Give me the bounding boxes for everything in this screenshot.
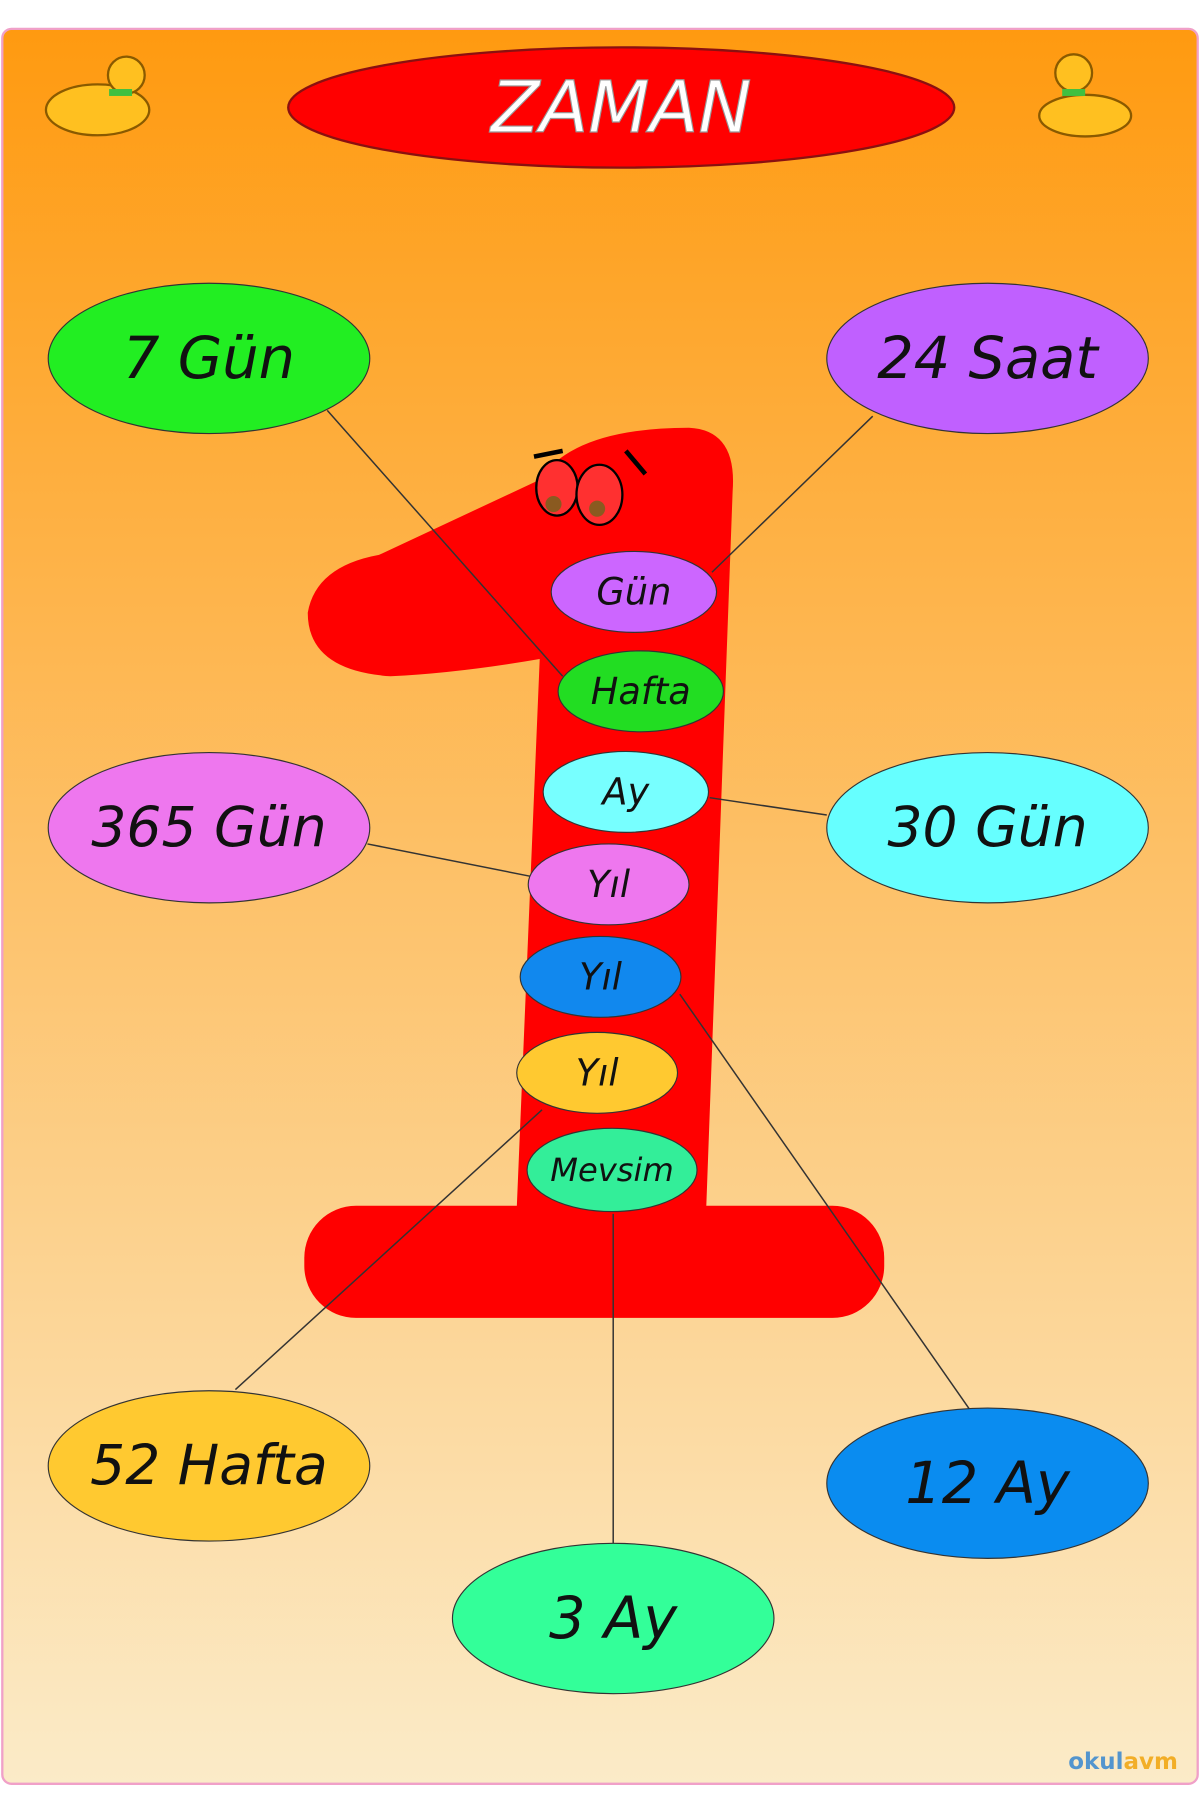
unit-gun: Gün — [550, 550, 718, 633]
svg-text:Yıl: Yıl — [579, 955, 623, 998]
answer-3-ay: 3 Ay — [451, 1542, 775, 1695]
dog-left-icon — [44, 55, 151, 137]
svg-text:365 Gün: 365 Gün — [91, 796, 326, 860]
svg-text:24 Saat: 24 Saat — [877, 325, 1100, 392]
svg-text:Yıl: Yıl — [587, 863, 631, 906]
answer-12-ay: 12 Ay — [826, 1407, 1149, 1559]
line-12-ay-yil — [679, 993, 971, 1411]
svg-text:3 Ay: 3 Ay — [549, 1585, 678, 1652]
svg-text:30 Gün: 30 Gün — [887, 796, 1087, 860]
svg-text:12 Ay: 12 Ay — [905, 1450, 1070, 1517]
svg-text:Mevsim: Mevsim — [550, 1151, 674, 1189]
line-24-saat-gun — [711, 415, 874, 573]
svg-text:Gün: Gün — [596, 570, 671, 613]
unit-yil-1: Yıl — [527, 843, 690, 926]
unit-yil-3: Yıl — [516, 1031, 679, 1114]
title-oval — [287, 46, 956, 169]
line-52-hafta-yil — [234, 1109, 543, 1391]
dog-right-icon — [1038, 53, 1133, 138]
line-30-gun-ay — [709, 796, 827, 816]
unit-yil-2: Yıl — [519, 935, 682, 1018]
unit-hafta: Hafta — [557, 650, 725, 733]
svg-text:7 Gün: 7 Gün — [123, 325, 295, 392]
line-365-gun-yil — [367, 843, 531, 878]
svg-text:Yıl: Yıl — [576, 1051, 620, 1094]
page-title: ZAMAN — [489, 66, 752, 149]
svg-text:okulavm: okulavm — [1068, 1749, 1178, 1775]
eyes-icon — [533, 448, 648, 527]
svg-text:Hafta: Hafta — [591, 670, 691, 713]
unit-ay: Ay — [542, 750, 710, 833]
answer-30-gun: 30 Gün — [826, 752, 1149, 904]
connector-lines — [234, 409, 971, 1545]
okulavm-logo: okulavm — [1068, 1749, 1178, 1775]
line-7-gun-hafta — [326, 409, 564, 677]
number-one-base — [304, 1205, 885, 1318]
svg-text:52 Hafta: 52 Hafta — [90, 1434, 328, 1498]
svg-text:Ay: Ay — [600, 770, 650, 813]
unit-mevsim: Mevsim — [526, 1127, 698, 1213]
answer-52-hafta: 52 Hafta — [47, 1390, 371, 1542]
answer-365-gun: 365 Gün — [47, 752, 371, 904]
answer-7-gun: 7 Gün — [47, 282, 371, 435]
answer-24-saat: 24 Saat — [826, 282, 1149, 435]
